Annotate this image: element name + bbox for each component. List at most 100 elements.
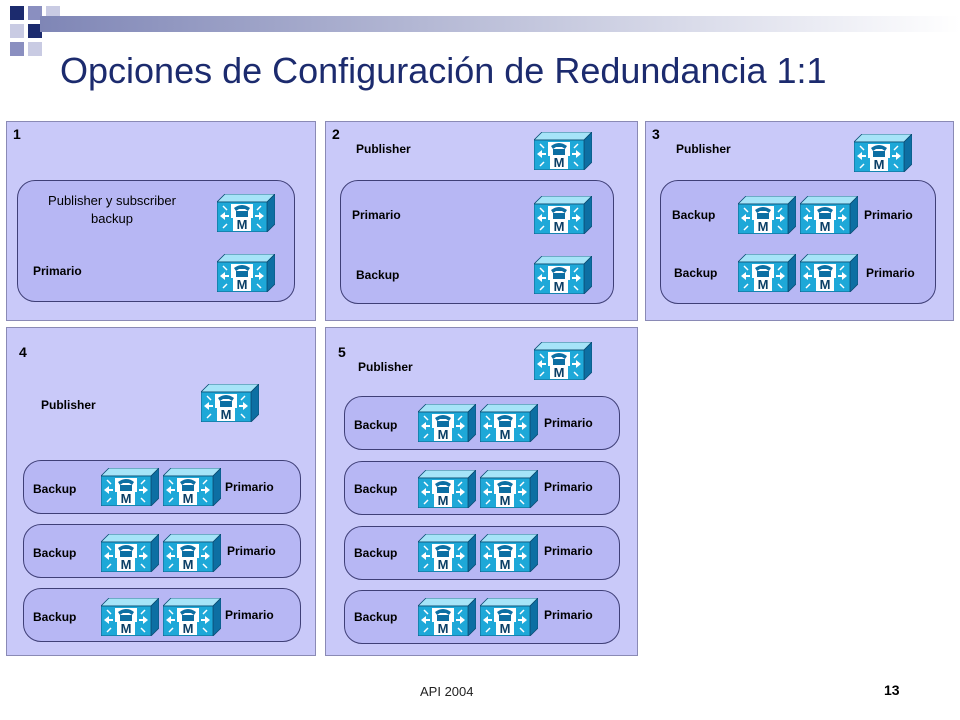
config-panel-5: 5 Publisher M Backup M M Primario Backup…	[325, 327, 638, 656]
server-icon: M	[418, 534, 476, 572]
svg-text:M: M	[820, 277, 831, 292]
server-icon: M	[101, 534, 159, 572]
server-icon: M	[163, 534, 221, 572]
backup-label: Backup	[674, 266, 718, 280]
page-number: 13	[884, 682, 900, 698]
panel-number: 4	[19, 344, 27, 360]
server-icon: M	[800, 196, 858, 234]
backup-label: Backup	[354, 482, 398, 496]
config-panel-4: 4 Publisher M Backup M M Primario Backup…	[6, 327, 316, 656]
backup-label: Backup	[354, 610, 398, 624]
backup-label: Backup	[33, 546, 77, 560]
server-icon: M	[800, 254, 858, 292]
backup-label: Backup	[356, 268, 400, 282]
publisher-label: Publisher	[676, 142, 731, 156]
primario-label: Primario	[352, 208, 401, 222]
decor-square	[28, 6, 42, 20]
server-icon: M	[201, 384, 259, 422]
panel-number: 2	[332, 126, 340, 142]
svg-text:M: M	[237, 217, 248, 232]
server-icon: M	[534, 256, 592, 294]
server-icon: M	[738, 196, 796, 234]
server-icon: M	[480, 404, 538, 442]
server-icon: M	[418, 470, 476, 508]
decor-square	[10, 42, 24, 56]
header-gradient-bar	[40, 16, 960, 32]
backup-label: Backup	[33, 482, 77, 496]
server-icon: M	[418, 404, 476, 442]
svg-text:M: M	[554, 365, 565, 380]
primario-label: Primario	[544, 544, 593, 558]
footer-text: API 2004	[420, 684, 474, 699]
server-group	[23, 460, 301, 514]
svg-text:M: M	[121, 621, 132, 636]
svg-text:M: M	[121, 491, 132, 506]
panel-number: 1	[13, 126, 21, 142]
svg-text:M: M	[438, 557, 449, 572]
server-group	[660, 180, 936, 304]
svg-text:M: M	[121, 557, 132, 572]
server-icon: M	[480, 534, 538, 572]
svg-text:M: M	[820, 219, 831, 234]
server-icon: M	[738, 254, 796, 292]
svg-text:M: M	[438, 621, 449, 636]
server-group	[23, 524, 301, 578]
svg-text:M: M	[554, 219, 565, 234]
server-icon: M	[418, 598, 476, 636]
svg-text:M: M	[183, 557, 194, 572]
server-icon: M	[101, 468, 159, 506]
server-icon: M	[217, 194, 275, 232]
server-icon: M	[534, 342, 592, 380]
server-group	[23, 588, 301, 642]
backup-label: Backup	[354, 418, 398, 432]
decor-square	[28, 42, 42, 56]
primario-label: Primario	[864, 208, 913, 222]
svg-text:M: M	[221, 407, 232, 422]
panel-number: 5	[338, 344, 346, 360]
primario-label: Primario	[225, 608, 274, 622]
config-panel-1: 1 Publisher y subscriber backup Primario…	[6, 121, 316, 321]
primario-label: Primario	[866, 266, 915, 280]
backup-label: Backup	[672, 208, 716, 222]
primario-label: Primario	[544, 480, 593, 494]
svg-text:M: M	[183, 621, 194, 636]
svg-text:M: M	[438, 427, 449, 442]
backup-label: Backup	[354, 546, 398, 560]
svg-text:M: M	[554, 155, 565, 170]
svg-text:M: M	[554, 279, 565, 294]
svg-text:M: M	[500, 557, 511, 572]
svg-text:M: M	[237, 277, 248, 292]
server-icon: M	[854, 134, 912, 172]
svg-text:M: M	[438, 493, 449, 508]
server-icon: M	[101, 598, 159, 636]
slide-title: Opciones de Configuración de Redundancia…	[60, 50, 827, 91]
svg-text:M: M	[874, 157, 885, 172]
config-panel-3: 3 Publisher M Backup M M Primario Backup…	[645, 121, 954, 321]
publisher-label: Publisher	[41, 398, 96, 412]
publisher-label: Publisher	[358, 360, 413, 374]
primario-label: Primario	[544, 608, 593, 622]
server-icon: M	[480, 470, 538, 508]
primario-label: Primario	[33, 264, 82, 278]
svg-text:M: M	[183, 491, 194, 506]
svg-text:M: M	[758, 277, 769, 292]
server-icon: M	[534, 196, 592, 234]
decor-square	[10, 6, 24, 20]
server-icon: M	[163, 598, 221, 636]
server-icon: M	[480, 598, 538, 636]
publisher-subscriber-backup-label: Publisher y subscriber backup	[48, 193, 176, 226]
decor-square	[28, 24, 42, 38]
publisher-label: Publisher	[356, 142, 411, 156]
primario-label: Primario	[227, 544, 276, 558]
decor-square	[10, 24, 24, 38]
panel-number: 3	[652, 126, 660, 142]
config-panel-2: 2 Publisher M Primario M Backup M	[325, 121, 638, 321]
primario-label: Primario	[544, 416, 593, 430]
server-icon: M	[163, 468, 221, 506]
svg-text:M: M	[500, 621, 511, 636]
backup-label: Backup	[33, 610, 77, 624]
server-icon: M	[534, 132, 592, 170]
server-icon: M	[217, 254, 275, 292]
svg-text:M: M	[500, 493, 511, 508]
primario-label: Primario	[225, 480, 274, 494]
